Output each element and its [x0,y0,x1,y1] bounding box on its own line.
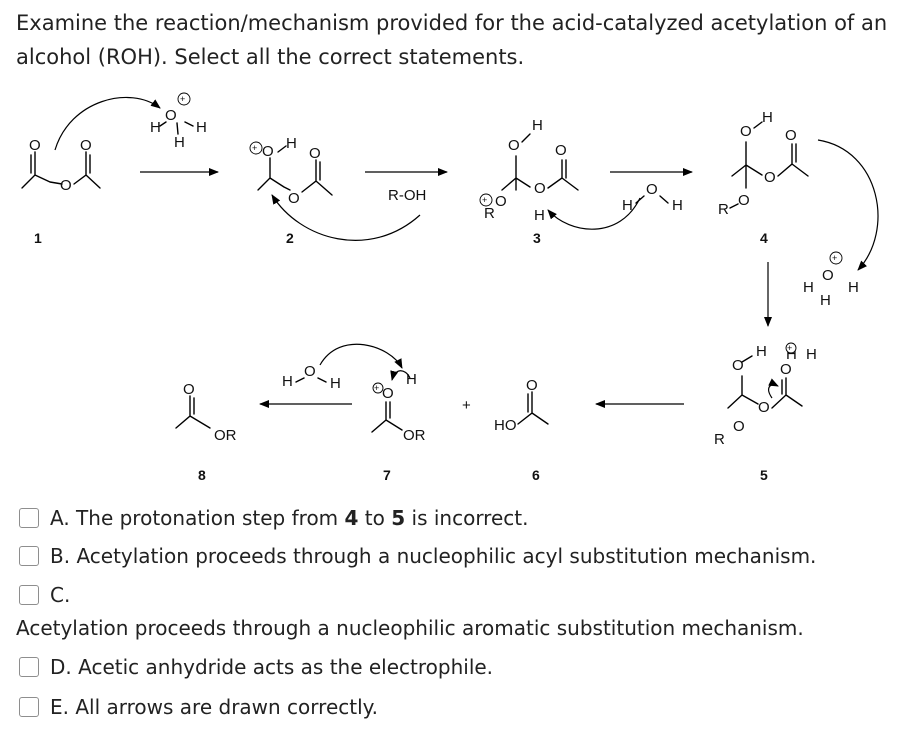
checkbox-c[interactable] [19,585,39,605]
svg-text:O: O [183,381,195,398]
compound-4: OH O O RO 4 [718,109,809,246]
svg-text:O: O [733,418,745,435]
compound-1: O O O 1 [21,137,101,246]
compound-label-7: 7 [383,467,391,483]
svg-text:H: H [756,343,767,360]
checkbox-e[interactable] [19,697,39,717]
compound-8: O OR 8 [175,381,237,483]
svg-text:H: H [286,135,297,152]
checkbox-a[interactable] [19,508,39,528]
svg-text:O: O [262,143,274,160]
svg-text:R: R [484,205,495,222]
svg-text:H: H [330,375,341,392]
ho-label: HO [494,417,517,434]
svg-text:+: + [252,143,257,153]
compound-label-6: 6 [532,467,540,483]
svg-text:H: H [672,197,683,214]
svg-text:H: H [820,292,831,309]
svg-text:H: H [803,279,814,296]
svg-text:O: O [382,385,394,402]
water-2: HOH [282,363,341,392]
svg-text:H: H [532,117,543,134]
compound-label-2: 2 [286,230,294,246]
svg-text:O: O [738,192,750,209]
svg-text:O: O [534,180,546,197]
svg-text:H: H [806,346,817,363]
svg-text:O: O [309,145,321,162]
svg-text:H: H [762,109,773,126]
question-text: Examine the reaction/mechanism provided … [16,11,888,69]
option-c-letter: C. [50,583,71,607]
svg-text:H: H [786,346,797,363]
svg-text:O: O [740,123,752,140]
svg-text:R: R [718,201,729,218]
svg-text:+: + [787,343,792,353]
checkbox-d[interactable] [19,657,39,677]
svg-text:H: H [282,373,293,390]
plus-sign: + [462,397,471,414]
svg-text:H: H [196,119,207,136]
compound-6: HO O 6 [494,377,549,483]
svg-text:O: O [822,267,834,284]
compound-7: OH + OR 7 [371,370,426,483]
svg-text:O: O [60,177,72,194]
compound-label-4: 4 [760,230,768,246]
svg-text:H: H [534,207,545,224]
svg-text:+: + [374,383,379,393]
option-e-label: E. All arrows are drawn correctly. [50,695,378,719]
compound-label-1: 1 [34,230,42,246]
svg-text:O: O [764,169,776,186]
compound-label-8: 8 [198,467,206,483]
option-c-label: Acetylation proceeds through a nucleophi… [16,616,804,640]
svg-text:+: + [180,94,185,104]
reagent-roh: R-OH [388,187,426,204]
svg-text:O: O [526,377,538,394]
svg-text:O: O [732,357,744,374]
svg-text:O: O [288,190,300,207]
option-d-label: D. Acetic anhydride acts as the electrop… [50,655,494,679]
svg-text:O: O [780,361,792,378]
svg-text:O: O [646,181,658,198]
svg-text:+: + [482,195,487,205]
svg-text:O: O [304,363,316,380]
svg-text:H: H [174,134,185,151]
svg-text:O: O [508,137,520,154]
svg-text:O: O [555,142,567,159]
option-b-label: B. Acetylation proceeds through a nucleo… [50,544,817,568]
svg-text:H: H [406,371,417,388]
or-label-7: OR [403,427,426,444]
svg-text:O: O [495,193,507,210]
svg-text:+: + [832,253,837,263]
svg-text:O: O [758,399,770,416]
svg-text:H: H [150,119,161,136]
checkbox-b[interactable] [19,546,39,566]
svg-text:O: O [80,137,92,154]
svg-text:R: R [714,431,725,448]
compound-label-3: 3 [533,230,541,246]
or-label-8: OR [214,427,237,444]
svg-text:H: H [848,279,859,296]
svg-text:O: O [165,107,177,124]
water-1: HOH [622,181,683,214]
svg-text:O: O [29,137,41,154]
svg-text:O: O [785,127,797,144]
option-a-label: A. The protonation step from 4 to 5 is i… [50,506,529,530]
compound-label-5: 5 [760,467,768,483]
svg-text:H: H [622,197,633,214]
